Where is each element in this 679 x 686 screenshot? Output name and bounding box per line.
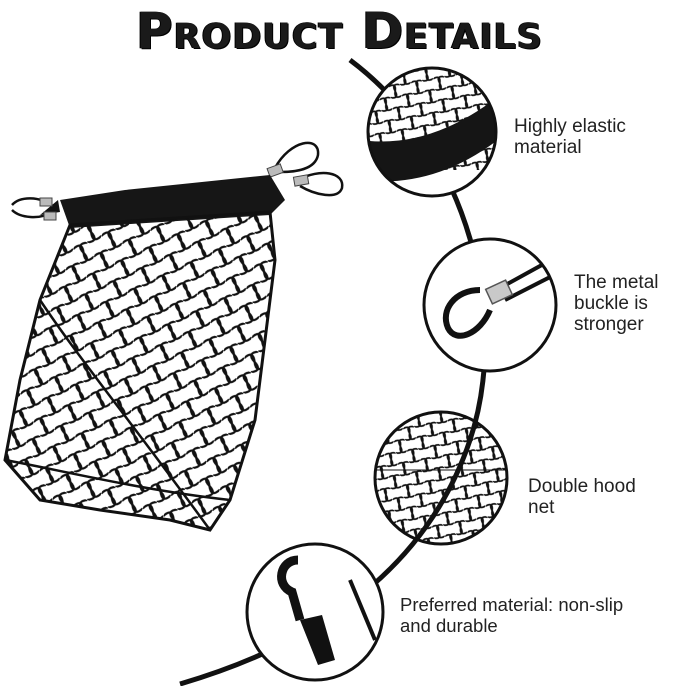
feature-label-4: Preferred material: non-slip and durable — [400, 594, 624, 636]
feature-circle-1 — [368, 68, 496, 196]
cargo-net-image — [3, 141, 344, 532]
page-title: Product Details — [136, 2, 543, 60]
elastic-band-closeup-icon — [366, 66, 498, 198]
feature-label-1: Highly elastic material — [514, 116, 626, 158]
feature-circle-2 — [424, 239, 556, 371]
feature-circle-4 — [247, 544, 383, 680]
feature-label-2: The metal buckle is stronger — [574, 272, 659, 335]
feature-circle-3 — [375, 412, 507, 544]
metal-buckle-closeup-icon — [422, 237, 558, 373]
feature-label-3: Double hood net — [528, 476, 636, 518]
plastic-hook-closeup-icon — [245, 542, 385, 682]
double-net-closeup-icon — [373, 410, 509, 546]
